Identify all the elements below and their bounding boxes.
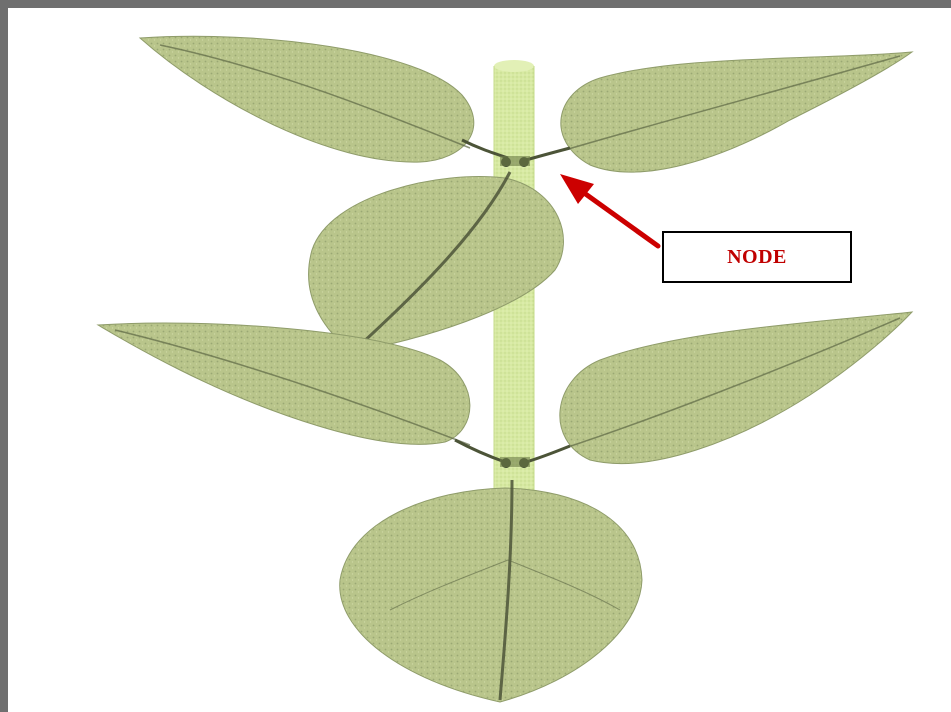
leaf-upper-left	[140, 36, 508, 162]
leaf-upper-right	[526, 52, 912, 172]
leaf-lower-left	[98, 323, 505, 462]
plant-illustration	[8, 8, 951, 712]
node-label: NODE	[727, 246, 787, 269]
frame-border-top	[0, 0, 951, 8]
node-pointer-arrow	[560, 174, 658, 246]
frame-border-left	[0, 0, 8, 712]
node-label-box: NODE	[662, 231, 852, 283]
node-lower	[500, 457, 530, 468]
leaf-lower-middle	[340, 480, 642, 702]
diagram-panel: NODE	[8, 8, 951, 712]
node-upper	[500, 156, 530, 167]
leaf-lower-right	[526, 312, 912, 464]
